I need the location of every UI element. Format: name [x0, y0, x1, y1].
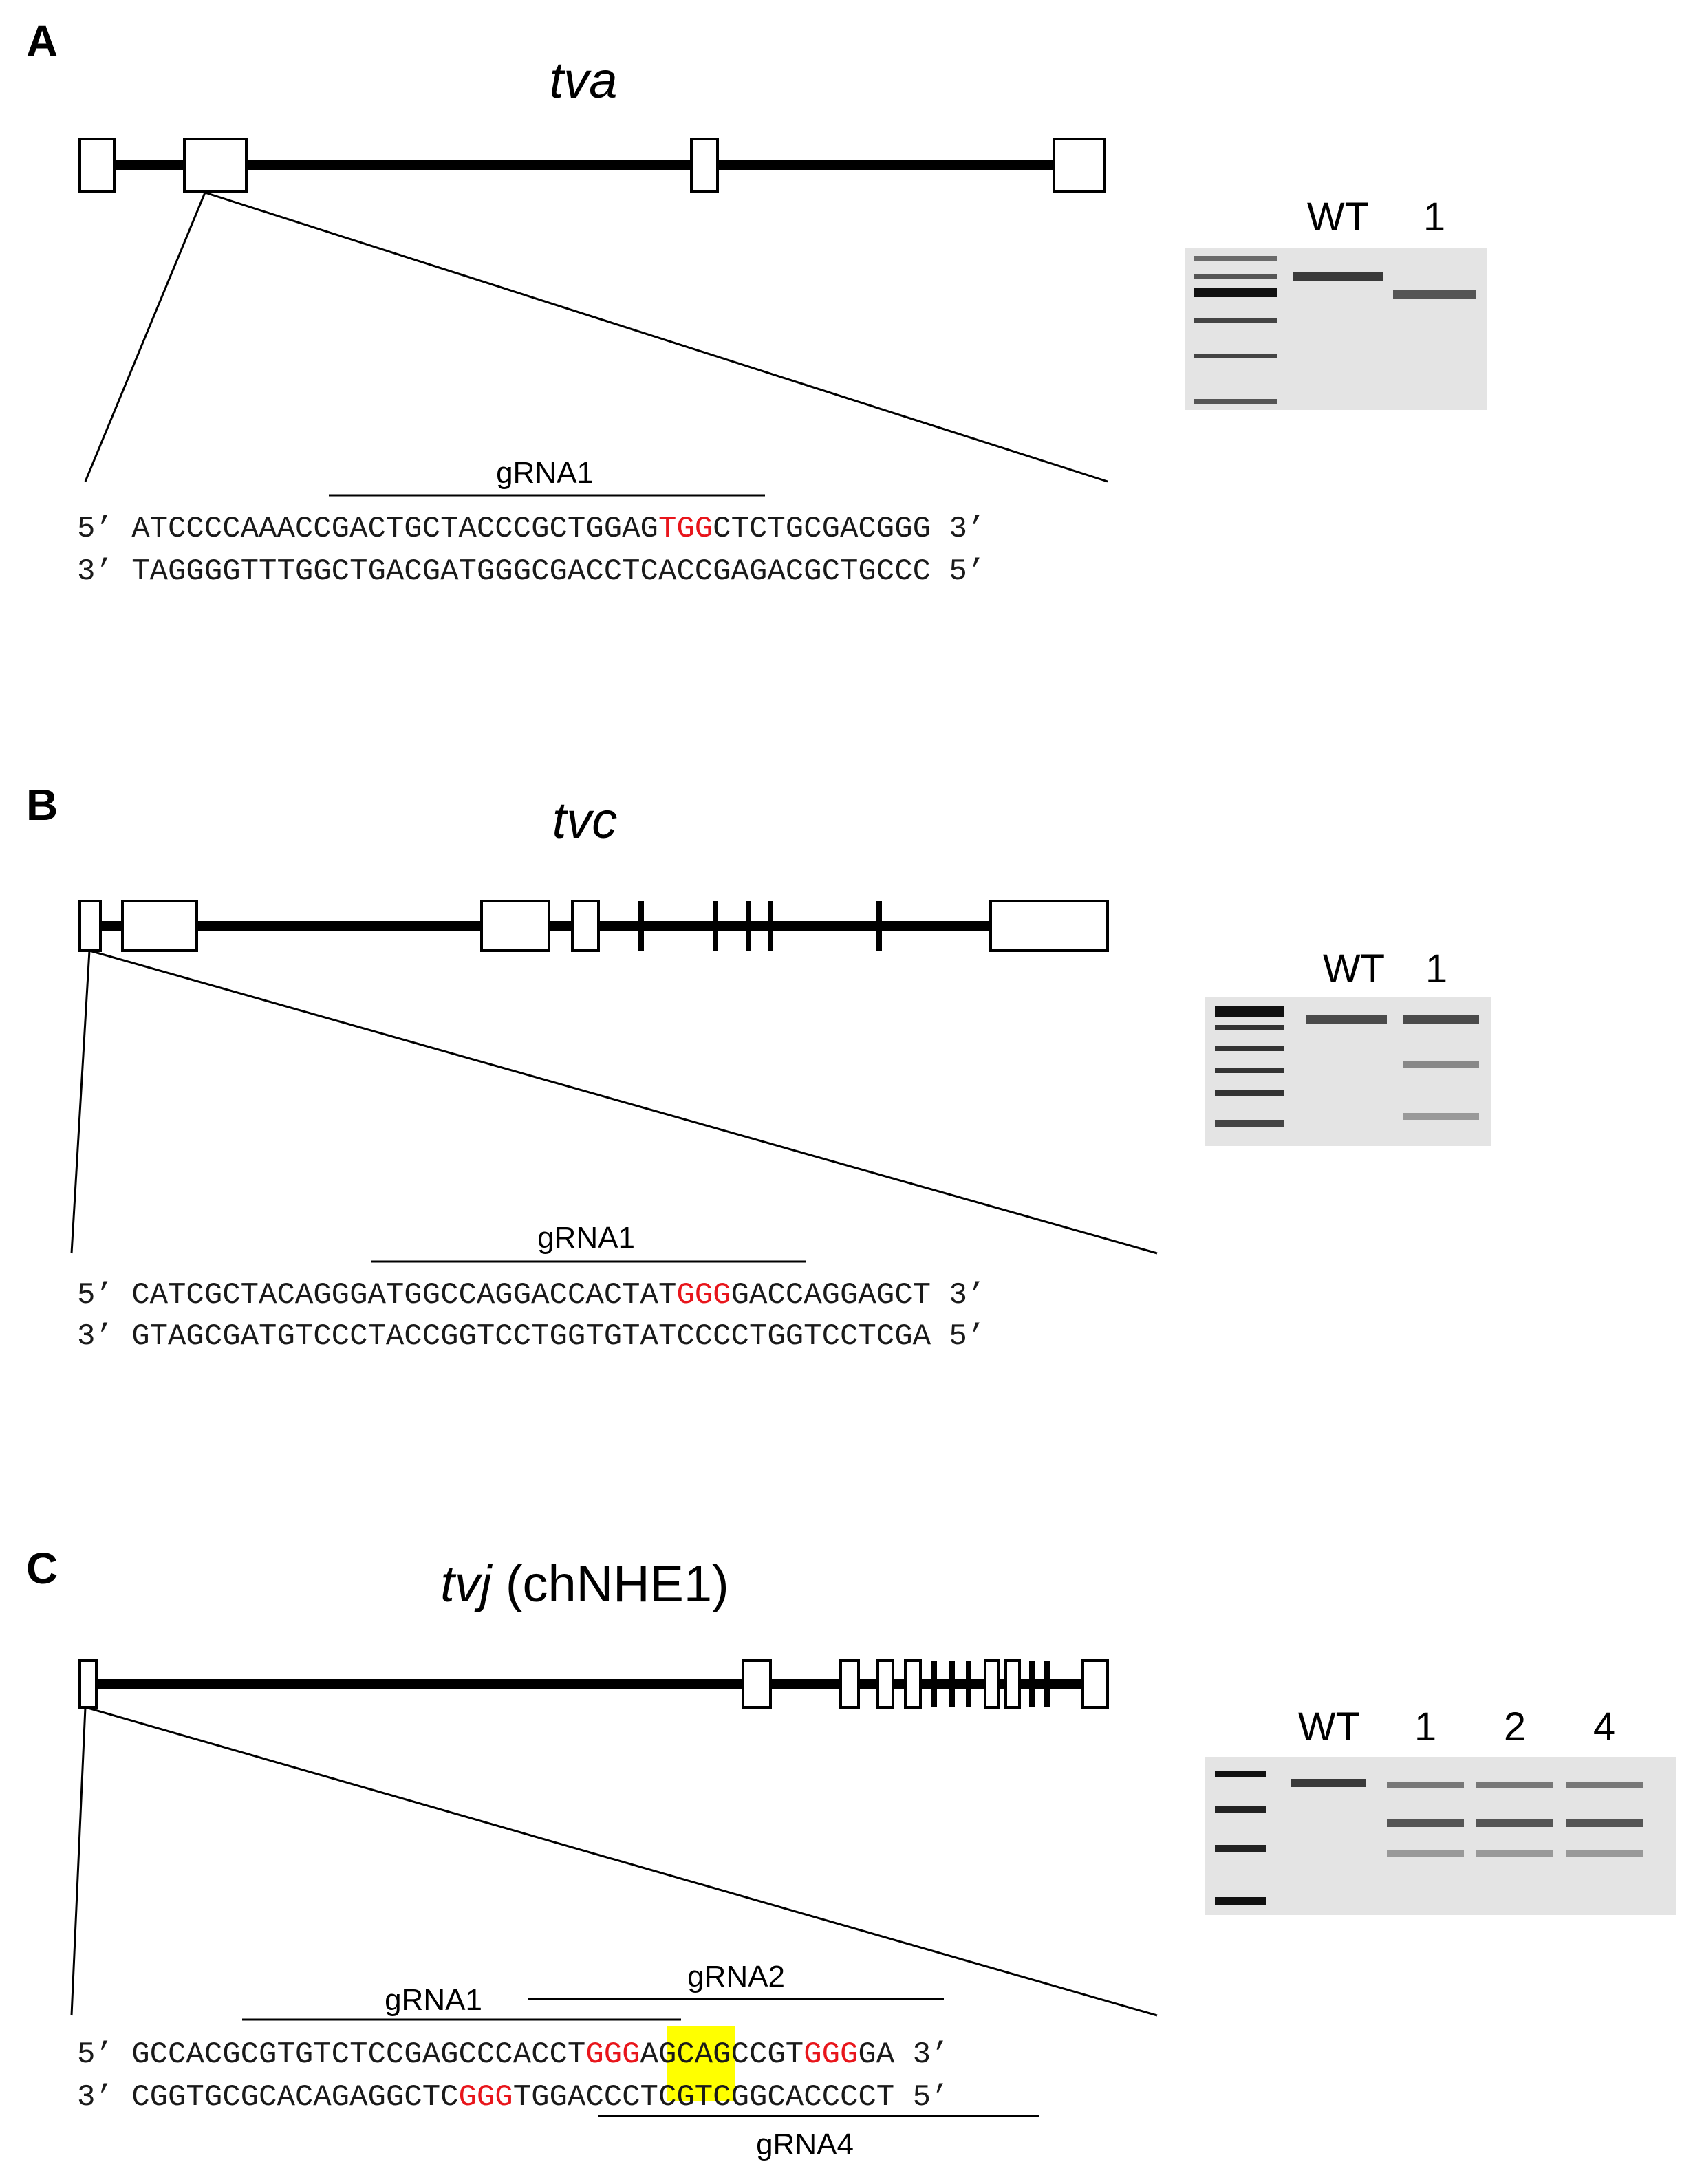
panel-a-exon — [690, 138, 719, 193]
panel-b-pam: GGG — [676, 1278, 731, 1312]
panel-b-lane1-band — [1403, 1113, 1479, 1120]
panel-b-ladder-band — [1215, 1046, 1284, 1051]
panel-c-exon — [742, 1659, 772, 1709]
panel-c-lane4-band — [1566, 1782, 1643, 1788]
panel-c-lane-wt: WT — [1298, 1705, 1360, 1749]
panel-c-pam-1: GGG — [585, 2037, 640, 2072]
panel-a: A tva gRNA1 5’ ATCCCCAAACCGACTGCTACCCGCT… — [26, 17, 1487, 589]
panel-a-lane-wt: WT — [1307, 195, 1369, 239]
panel-b-zoom-line-right — [89, 949, 1158, 1255]
panel-b-grna1-label: gRNA1 — [537, 1221, 635, 1255]
panel-a-gene-title: tva — [550, 52, 618, 109]
panel-c-grna2-label: gRNA2 — [687, 1960, 785, 1993]
panel-c-zoom-line-left — [70, 1707, 87, 2016]
panel-b-wt-band — [1306, 1015, 1387, 1024]
panel-a-ladder-band — [1194, 274, 1277, 279]
panel-a-exon — [1053, 138, 1106, 193]
panel-a-ladder-band — [1194, 256, 1277, 261]
panel-c-lane-2: 2 — [1504, 1705, 1526, 1749]
panel-a-zoom-line-left — [84, 192, 206, 482]
panel-b: B tvc gRNA1 5’ CATCGCTACAGGGATGGCCAGGACC… — [26, 780, 1491, 1354]
panel-a-ladder-band — [1194, 288, 1277, 297]
panel-c-lane1-band — [1387, 1850, 1464, 1857]
panel-c-gene-title: tvj (chNHE1) — [440, 1555, 729, 1612]
panel-c-lane1-band — [1387, 1782, 1464, 1788]
panel-b-ladder-band — [1215, 1068, 1284, 1073]
panel-a-gel: WT 1 — [1185, 195, 1487, 410]
panel-c-exon — [1004, 1659, 1021, 1709]
panel-c-ladder-band — [1215, 1771, 1266, 1777]
panel-b-exon — [480, 900, 550, 952]
panel-c-seq-top: 5’ GCCACGCGTGTCTCCGAGCCCACCTGGGAGCAGCCGT… — [77, 2037, 949, 2072]
panel-a-grna1-label: gRNA1 — [496, 456, 594, 490]
panel-c-wt-band — [1291, 1779, 1366, 1787]
panel-b-lane1-band — [1403, 1061, 1479, 1068]
panel-a-lane1-band — [1393, 290, 1476, 299]
panel-c-grna1-label: gRNA1 — [385, 1983, 482, 2017]
panel-b-gel: WT 1 — [1205, 947, 1491, 1146]
panel-c-exon — [904, 1659, 922, 1709]
panel-c-ladder-band — [1215, 1806, 1266, 1813]
panel-c-zoom-line-right — [85, 1706, 1158, 2017]
panel-c-lane4-band — [1566, 1819, 1643, 1827]
panel-b-seq-bottom: 3’ GTAGCGATGTCCCTACCGGTCCTGGTGTATCCCCTGG… — [77, 1319, 985, 1354]
panel-c-lane-1: 1 — [1414, 1705, 1436, 1749]
panel-a-lane-1: 1 — [1423, 195, 1445, 239]
panel-b-exon — [571, 900, 600, 952]
panel-b-exon — [121, 900, 198, 952]
panel-c-lane1-band — [1387, 1819, 1464, 1827]
panel-c-seq-bottom: 3’ CGGTGCGCACAGAGGCTCGGGTGGACCCTCGTCGGCA… — [77, 2080, 949, 2115]
panel-b-exon — [78, 900, 102, 952]
panel-c-exon — [78, 1659, 98, 1709]
panel-b-gene-title: tvc — [552, 792, 618, 849]
panel-a-ladder-band — [1194, 354, 1277, 358]
panel-a-letter: A — [26, 17, 58, 66]
panel-c-lane4-band — [1566, 1850, 1643, 1857]
panel-c-overlap-highlight — [667, 2026, 735, 2101]
panel-b-seq-top: 5’ CATCGCTACAGGGATGGCCAGGACCACTATGGGGACC… — [77, 1278, 985, 1312]
panel-b-ladder-band — [1215, 1006, 1284, 1017]
panel-c-exon — [984, 1659, 1000, 1709]
panel-b-ladder-band — [1215, 1120, 1284, 1127]
panel-c-exon — [839, 1659, 860, 1709]
panel-c-gel-image — [1205, 1757, 1676, 1915]
panel-b-ladder-band — [1215, 1090, 1284, 1096]
panel-a-pam: TGG — [658, 512, 713, 546]
panel-c-ladder-band — [1215, 1897, 1266, 1905]
panel-c-lane2-band — [1476, 1782, 1553, 1788]
panel-b-lane-wt: WT — [1323, 947, 1385, 991]
panel-c-ladder-band — [1215, 1845, 1266, 1852]
panel-b-exon — [989, 900, 1109, 952]
panel-c-gel: WT 1 2 4 — [1205, 1705, 1676, 1915]
panel-a-ladder-band — [1194, 318, 1277, 323]
panel-c-exon — [876, 1659, 894, 1709]
panel-b-lane1-band — [1403, 1015, 1479, 1024]
panel-c-gene-structure — [78, 1659, 1109, 1709]
panel-a-gene-structure — [78, 138, 1106, 193]
panel-c-exon — [1081, 1659, 1109, 1709]
panel-c-lane2-band — [1476, 1819, 1553, 1827]
panel-a-exon — [78, 138, 116, 193]
panel-a-gel-image — [1185, 248, 1487, 410]
panel-b-lane-1: 1 — [1425, 947, 1447, 991]
panel-c: C tvj (chNHE1) gRNA1 gRNA2 5’ GCCACGCGTG… — [26, 1544, 1676, 2161]
panel-b-gene-structure — [78, 900, 1109, 952]
panel-a-wt-band — [1293, 272, 1383, 281]
panel-a-ladder-band — [1194, 399, 1277, 404]
panel-b-zoom-line-left — [70, 950, 91, 1254]
panel-c-pam-3: GGG — [459, 2080, 513, 2115]
panel-b-letter: B — [26, 780, 58, 830]
panel-a-seq-bottom: 3’ TAGGGGTTTGGCTGACGATGGGCGACCTCACCGAGAC… — [77, 554, 985, 589]
panel-a-zoom-line-right — [204, 191, 1108, 483]
panel-a-exon — [183, 138, 248, 193]
panel-c-lane-4: 4 — [1593, 1705, 1615, 1749]
panel-c-grna4-label: gRNA4 — [756, 2128, 854, 2161]
panel-c-letter: C — [26, 1544, 58, 1593]
panel-b-ladder-band — [1215, 1025, 1284, 1030]
panel-c-pam-2: GGG — [804, 2037, 858, 2072]
panel-a-seq-top: 5’ ATCCCCAAACCGACTGCTACCCGCTGGAGTGGCTCTG… — [77, 512, 985, 546]
panel-c-lane2-band — [1476, 1850, 1553, 1857]
